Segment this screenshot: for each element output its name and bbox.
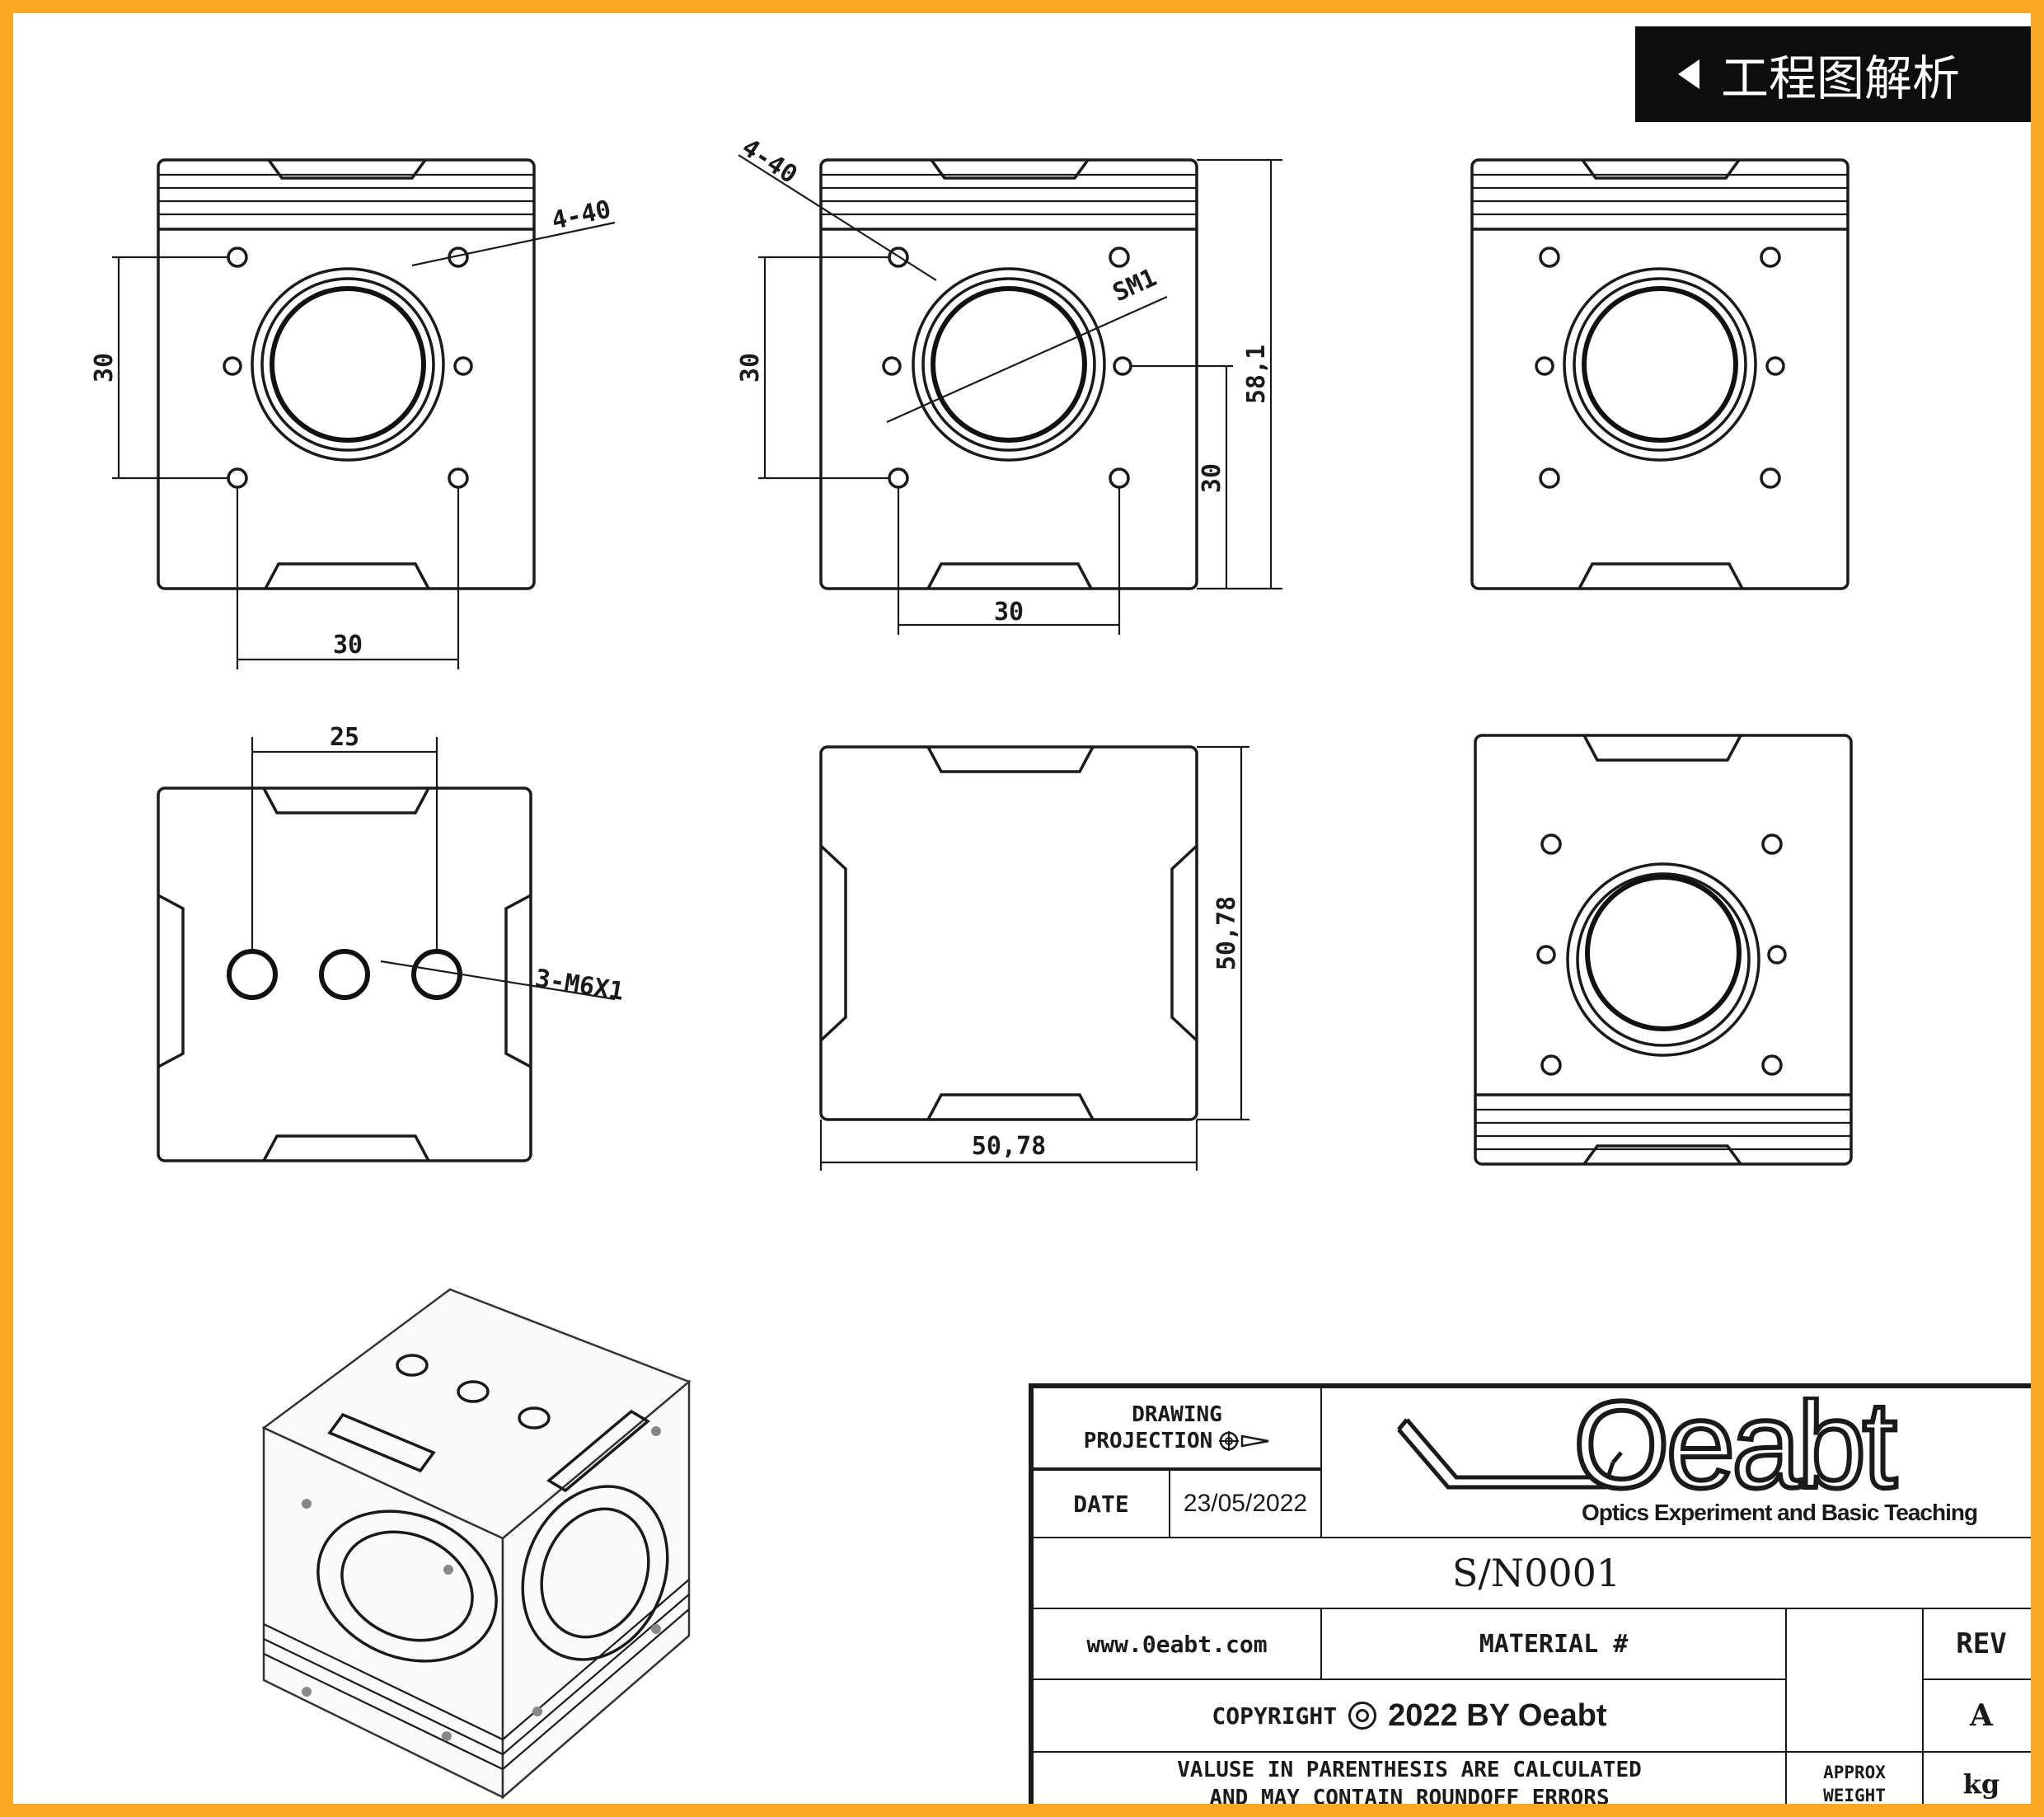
badge-label: 工程图解析 (1721, 50, 1961, 106)
dim-view2-vertical-right: 30 (1198, 463, 1226, 493)
dim-view2-vertical-left: 30 (736, 353, 765, 383)
weight-label-cell: APPROX WEIGHT (1785, 1751, 1924, 1805)
rev-value-cell: A (1922, 1678, 2031, 1753)
oeabt-logo: Oeabt Optics Experiment and Basic Teachi… (1397, 1397, 1977, 1525)
rev-label-cell: REV (1922, 1608, 2031, 1680)
weight-unit-cell: kg (1922, 1751, 2031, 1804)
weight-label-line1: APPROX (1823, 1763, 1886, 1782)
website-cell: www.0eabt.com (1032, 1608, 1322, 1680)
view-rear (1470, 158, 1849, 590)
projection-label-line2: PROJECTION (1083, 1429, 1213, 1453)
logo-cell: Oeabt Optics Experiment and Basic Teachi… (1320, 1387, 2031, 1538)
callout-view2-thread: SM1 (1109, 263, 1161, 308)
serial-cell: S/N0001 (1032, 1537, 2031, 1609)
date-label-cell: DATE (1032, 1469, 1170, 1538)
weight-unit: kg (1962, 1768, 2000, 1800)
date-label: DATE (1073, 1490, 1129, 1518)
view-bottom: 50,78 50,78 (819, 745, 1249, 1171)
callout-view4-thread: 3-M6X1 (533, 964, 626, 1007)
rev-label: REV (1956, 1627, 2007, 1660)
callout-view2-holes: 4-40 (737, 133, 803, 190)
isometric-view (261, 1288, 691, 1800)
engineering-drawing: 30 30 4-40 30 30 58,1 (90, 133, 1853, 1800)
disclaimer-line1: VALUSE IN PARENTHESIS ARE CALCULATED (1177, 1758, 1642, 1782)
date-value-cell: 23/05/2022 (1169, 1469, 1322, 1538)
back-arrow-icon (1678, 59, 1699, 89)
dim-view5-width: 50,78 (972, 1132, 1046, 1161)
third-angle-projection-icon (1219, 1431, 1269, 1451)
copyright-text: 2022 BY Oeabt (1388, 1697, 1607, 1733)
dim-view2-overall-height: 58,1 (1242, 345, 1271, 404)
material-value-cell (1785, 1608, 1924, 1753)
back-badge[interactable]: 工程图解析 (1635, 26, 2031, 122)
weight-label-line2: WEIGHT (1823, 1786, 1886, 1805)
projection-label-line1: DRAWING (1132, 1402, 1222, 1427)
dim-view1-vertical: 30 (90, 353, 119, 383)
disclaimer-line2: AND MAY CONTAIN ROUNDOFF ERRORS (1209, 1786, 1610, 1810)
dim-view2-horizontal: 30 (994, 598, 1024, 627)
view-front-left: 30 30 4-40 (90, 158, 616, 669)
view-top: 25 3-M6X1 (157, 723, 626, 1162)
serial-number: S/N0001 (1451, 1551, 1621, 1595)
website: www.0eabt.com (1086, 1630, 1268, 1658)
disclaimer-cell: VALUSE IN PARENTHESIS ARE CALCULATED AND… (1032, 1751, 1787, 1810)
copyright-symbol-icon (1348, 1702, 1377, 1730)
projection-cell: DRAWING PROJECTION (1032, 1387, 1322, 1469)
logo-tagline: Optics Experiment and Basic Teaching (1582, 1500, 1977, 1525)
view-side (1474, 734, 1853, 1166)
copyright-cell: COPYRIGHT 2022 BY Oeabt (1032, 1678, 1787, 1753)
callout-view1-holes: 4-40 (549, 195, 613, 236)
logo-text: Oeabt (1573, 1397, 1896, 1514)
title-block: DRAWING PROJECTION DATE 23/05/2022 Oeabt… (1029, 1383, 2031, 1810)
date-value: 23/05/2022 (1183, 1490, 1308, 1517)
dim-view5-height: 50,78 (1212, 896, 1241, 970)
copyright-label: COPYRIGHT (1212, 1702, 1338, 1730)
material-cell: MATERIAL # (1320, 1608, 1787, 1680)
view-front-center: 30 30 58,1 30 4-40 SM1 (736, 133, 1282, 635)
material-label: MATERIAL # (1479, 1629, 1629, 1659)
dim-view4-spacing: 25 (330, 723, 359, 752)
dim-view1-horizontal: 30 (333, 631, 363, 660)
rev-value: A (1970, 1698, 1993, 1733)
